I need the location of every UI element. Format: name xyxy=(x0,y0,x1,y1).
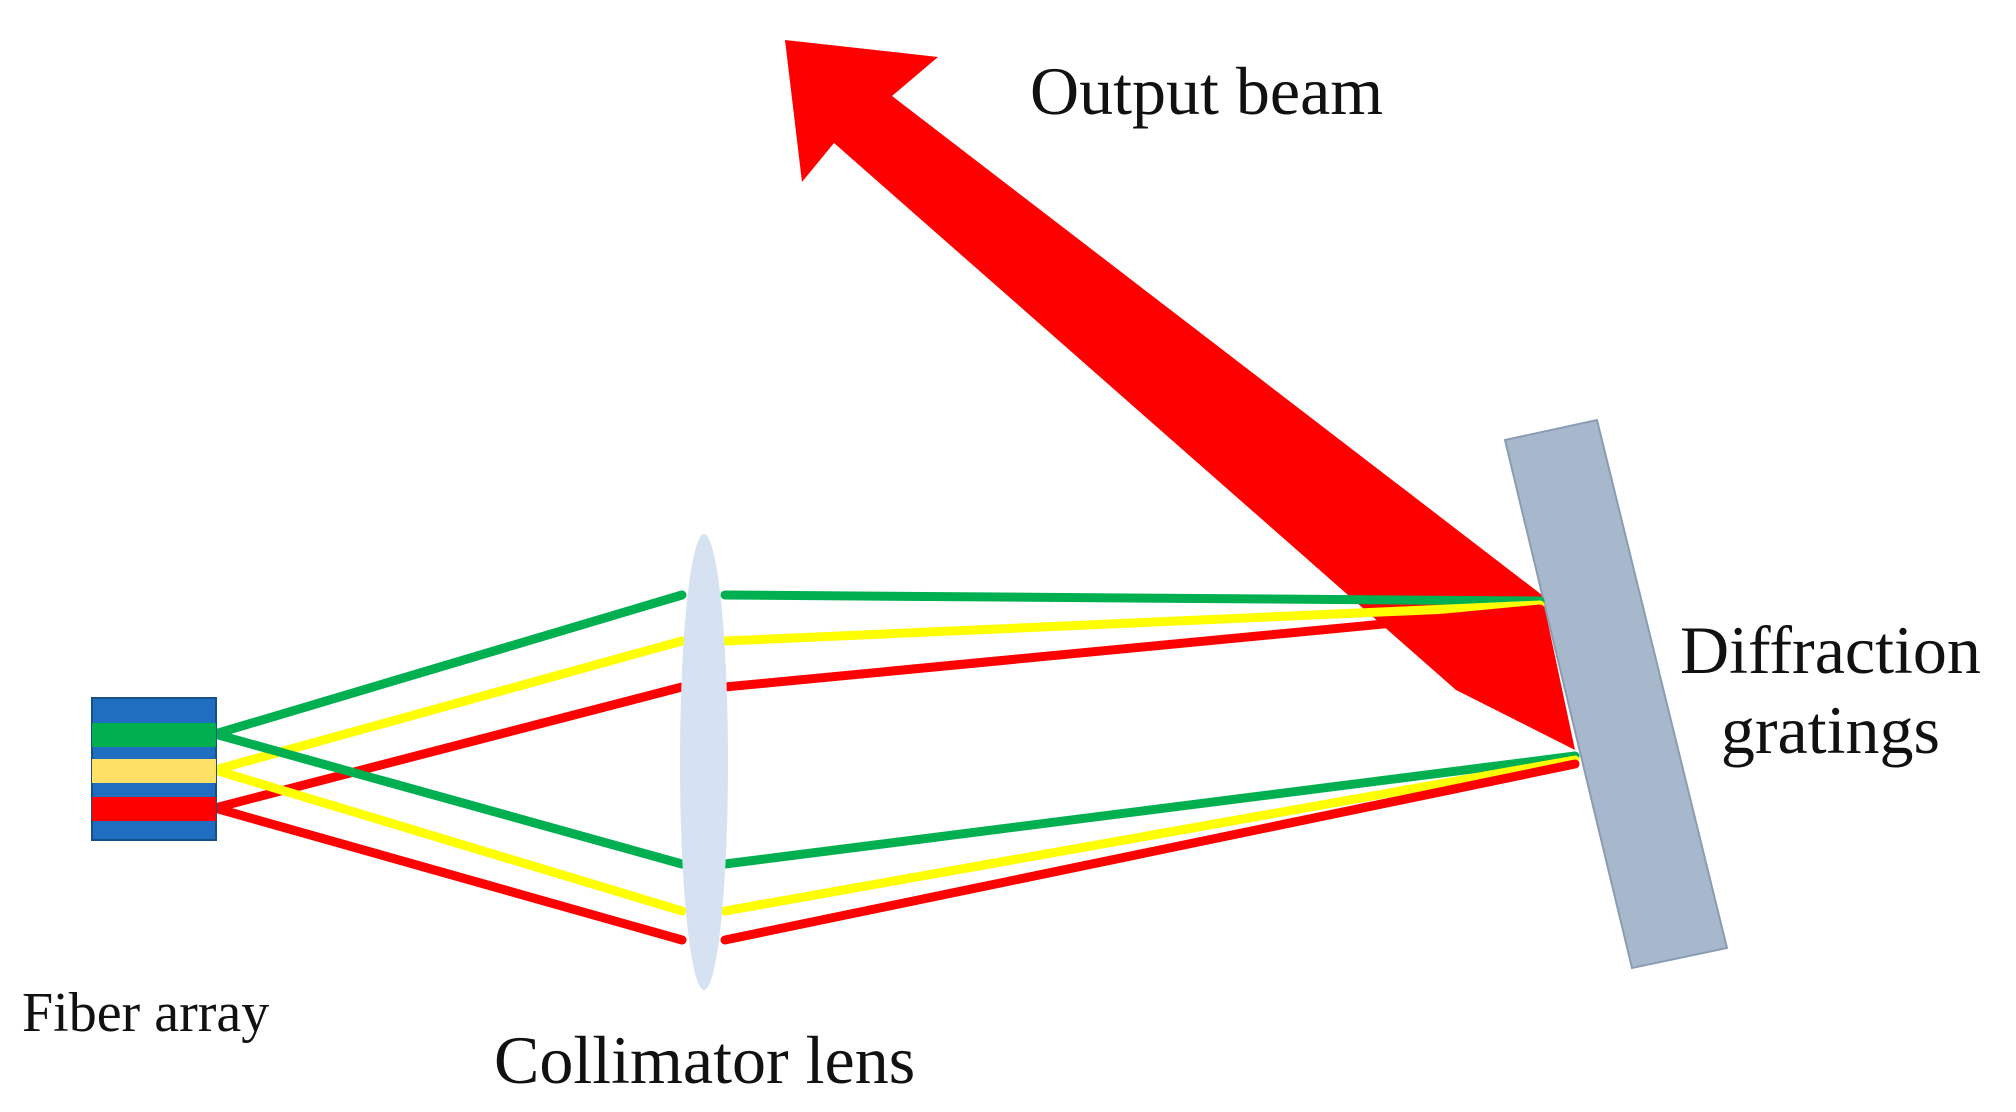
collimator-lens xyxy=(680,534,728,990)
fiber-array-label: Fiber array xyxy=(22,982,270,1044)
diffraction-grating xyxy=(1503,418,1729,970)
diffraction-gratings-label: Diffraction gratings xyxy=(1680,610,1981,770)
diffraction-label-line2: gratings xyxy=(1720,692,1940,769)
output-beam-label: Output beam xyxy=(1030,53,1384,129)
collimated-beams xyxy=(720,590,1580,945)
diffraction-label-line1: Diffraction xyxy=(1680,612,1981,688)
input-beams xyxy=(210,590,687,945)
fiber-red xyxy=(92,797,216,821)
fiber-array xyxy=(91,697,217,841)
collimator-lens-label: Collimator lens xyxy=(494,1022,916,1098)
output-beam-arrow xyxy=(785,40,1575,750)
fiber-yellow xyxy=(92,759,216,783)
fiber-green xyxy=(92,723,216,747)
